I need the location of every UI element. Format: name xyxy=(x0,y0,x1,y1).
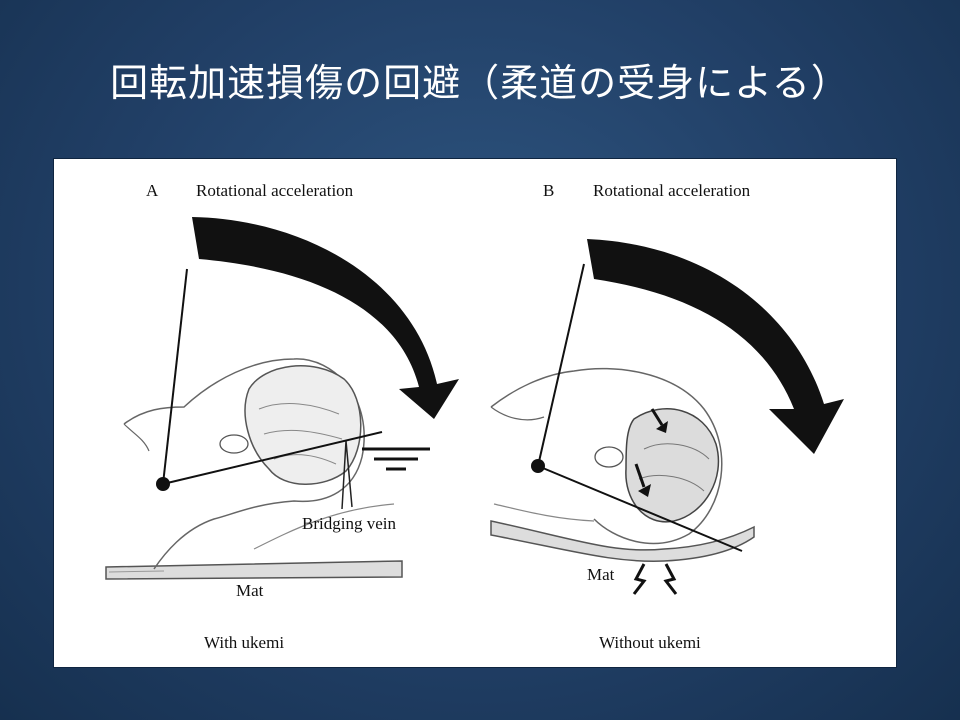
panel-b-caption: Without ukemi xyxy=(599,633,701,652)
pivot-a xyxy=(156,477,170,491)
lever-arm-a xyxy=(162,431,383,485)
panel-b-heading: Rotational acceleration xyxy=(593,181,751,200)
panel-a-heading: Rotational acceleration xyxy=(196,181,354,200)
figure-drawing xyxy=(105,217,844,595)
diagram-b xyxy=(490,239,844,595)
pivot-pole-a xyxy=(162,268,188,485)
diagram-a xyxy=(105,217,459,580)
impact-mark-1 xyxy=(632,563,647,595)
bridging-vein-label: Bridging vein xyxy=(302,514,396,533)
panel-b-letter: B xyxy=(543,181,555,200)
figure-panel: A Rotational acceleration Bridging vein … xyxy=(53,158,897,668)
mat-a xyxy=(105,560,403,580)
panel-a-letter: A xyxy=(146,181,159,200)
pivot-pole-b xyxy=(537,263,585,467)
pivot-b xyxy=(531,459,545,473)
rotation-arrow-b xyxy=(587,239,844,454)
ear-b xyxy=(594,446,624,468)
impact-mark-2 xyxy=(663,563,678,595)
head-outline-b xyxy=(490,367,723,545)
head-outline-a xyxy=(123,358,365,570)
mat-b xyxy=(490,520,755,562)
brain-b xyxy=(625,408,720,523)
ear-a xyxy=(219,434,249,454)
mat-a-label: Mat xyxy=(236,581,264,600)
brain-a xyxy=(244,365,362,485)
slide-title: 回転加速損傷の回避（柔道の受身による） xyxy=(110,61,850,105)
mat-b-label: Mat xyxy=(587,565,615,584)
panel-a-caption: With ukemi xyxy=(204,633,285,652)
ground-symbol-a xyxy=(362,447,430,471)
rotation-arrow-a xyxy=(192,217,459,419)
lever-arm-b xyxy=(537,465,743,552)
